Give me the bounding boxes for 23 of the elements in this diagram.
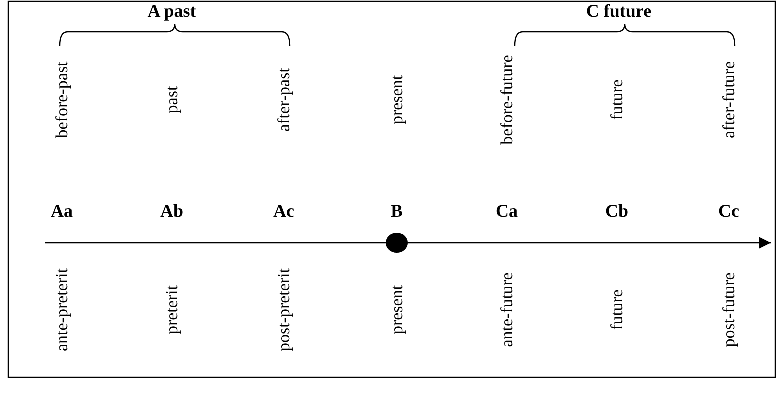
tense-label: ante-future xyxy=(498,272,516,348)
tense-label: past xyxy=(164,86,180,114)
group-heading: C future xyxy=(586,2,652,20)
tense-label: before-past xyxy=(54,62,70,138)
point-label: Ab xyxy=(160,202,184,220)
point-label: Ca xyxy=(496,202,518,220)
tense-label: after-past xyxy=(276,68,292,132)
tense-label: future xyxy=(608,80,626,120)
tense-label: ante-preterit xyxy=(54,268,70,352)
tense-label: future xyxy=(608,290,626,330)
point-label: Cb xyxy=(606,202,628,220)
point-label: Ac xyxy=(274,202,294,220)
tense-label: post-preterit xyxy=(276,268,292,352)
tense-label: present xyxy=(388,285,406,335)
tense-label: post-future xyxy=(720,272,738,348)
group-heading: A past xyxy=(148,2,196,20)
tense-label: after-future xyxy=(720,61,738,139)
tense-label: present xyxy=(388,75,406,125)
point-label: Cc xyxy=(718,202,740,220)
tense-label: preterit xyxy=(164,285,180,335)
point-label: B xyxy=(391,202,403,220)
tense-label: before-future xyxy=(498,55,516,145)
point-label: Aa xyxy=(51,202,73,220)
